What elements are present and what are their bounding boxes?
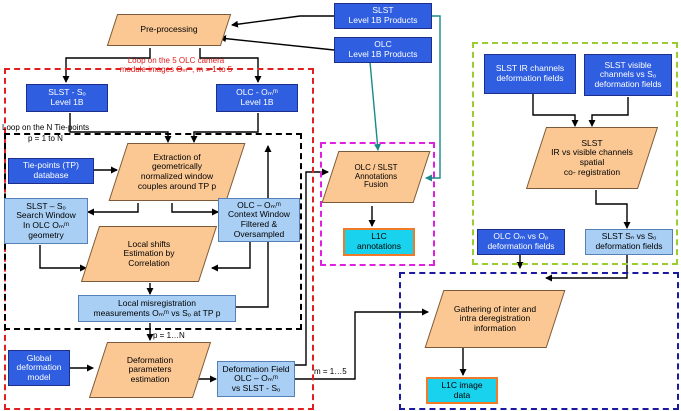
arrow-field-to-gathering	[295, 308, 429, 380]
arrow-extraction-to-context	[171, 203, 219, 216]
frame-fusion	[320, 142, 435, 266]
arrow-slst-sn-to-gathering	[545, 255, 628, 282]
arrow-olc-to-preprocessing	[219, 35, 335, 51]
olc-deformation-fields: OLC Oₘ vs Oₚ deformation fields	[477, 229, 565, 255]
arrow-olc-to-fusion	[369, 61, 381, 151]
loop-tiepoints-label: Loop on the N Tie-points	[2, 123, 90, 132]
olc-level1b-products: OLC Level 1B Products	[334, 37, 432, 63]
arrow-coreg-to-slst-sn	[595, 190, 631, 229]
arrow-ir-to-coreg	[532, 94, 579, 127]
frame-gathering	[399, 272, 679, 410]
fusion-label: OLC / SLST Annotations Fusion	[354, 162, 398, 190]
gathering-label: Gathering of inter and intra deregistrat…	[453, 303, 537, 333]
arrow-preproc-to-olc-l1b	[199, 48, 262, 83]
frame-right-coreg	[472, 42, 678, 265]
l1c-image-output: L1C image data	[426, 377, 498, 404]
deformation-params-label: Deformation parameters estimation	[126, 354, 174, 384]
tiepoints-database: Tie-points (TP) database	[8, 158, 94, 184]
arrow-olc-l1b-to-extraction	[190, 113, 259, 143]
preprocessing-label: Pre-processing	[140, 24, 198, 35]
olc-om-level1b: OLC - Oₘᵐ Level 1B	[216, 84, 298, 112]
extraction-label: Extraction of geometrically normalized w…	[137, 151, 217, 191]
p-range-label: p = 1 to N	[28, 134, 63, 143]
slst-sn-so-deformation-fields: SLST Sₙ vs Sₒ deformation fields	[585, 229, 673, 255]
arrow-extraction-to-search	[87, 203, 139, 216]
arrow-search-to-shifts	[39, 245, 87, 272]
coregistration-label: SLST IR vs visible channels spatial co- …	[551, 137, 633, 177]
p-loop-label: p = 1…N	[153, 331, 185, 340]
arrow-slst-l1b-to-extraction	[69, 113, 172, 143]
arrow-preproc-to-slst-l1b	[62, 48, 151, 83]
slst-so-level1b: SLST - Sₒ Level 1B	[26, 84, 108, 112]
search-window-box: SLST – Sₒ Search Window In OLC Oₘᵐ geome…	[4, 198, 88, 244]
local-misregistration-box: Local misregistration measurements Oₘᵐ v…	[78, 295, 236, 322]
global-deformation-model: Global deformation model	[8, 350, 70, 386]
arrow-slst-to-preprocessing	[231, 15, 334, 28]
slst-level1b-products: SLST Level 1B Products	[334, 3, 432, 29]
loop-camera-label: Loop on the 5 OLC camera module images O…	[119, 56, 233, 74]
l1c-annotations-output: L1C annotations	[343, 228, 415, 256]
context-window-box: OLC – Oₘᵐ Context Window Filtered & Over…	[218, 198, 300, 242]
arrow-vis-to-coreg	[588, 97, 629, 127]
deformation-field-box: Deformation Field OLC – Oₘᵐ vs SLST - Sₒ	[217, 361, 295, 397]
arrow-context-to-shifts	[211, 242, 251, 272]
local-shifts-label: Local shifts Estimation by Correlation	[123, 238, 175, 268]
m-loop-label: m = 1…5	[314, 367, 347, 376]
slst-visible-deformation-fields: SLST visible channels vs Sₒ deformation …	[584, 54, 672, 96]
slst-ir-deformation-fields: SLST IR channels deformation fields	[484, 54, 576, 94]
arrow-field-to-fusion	[290, 168, 329, 366]
